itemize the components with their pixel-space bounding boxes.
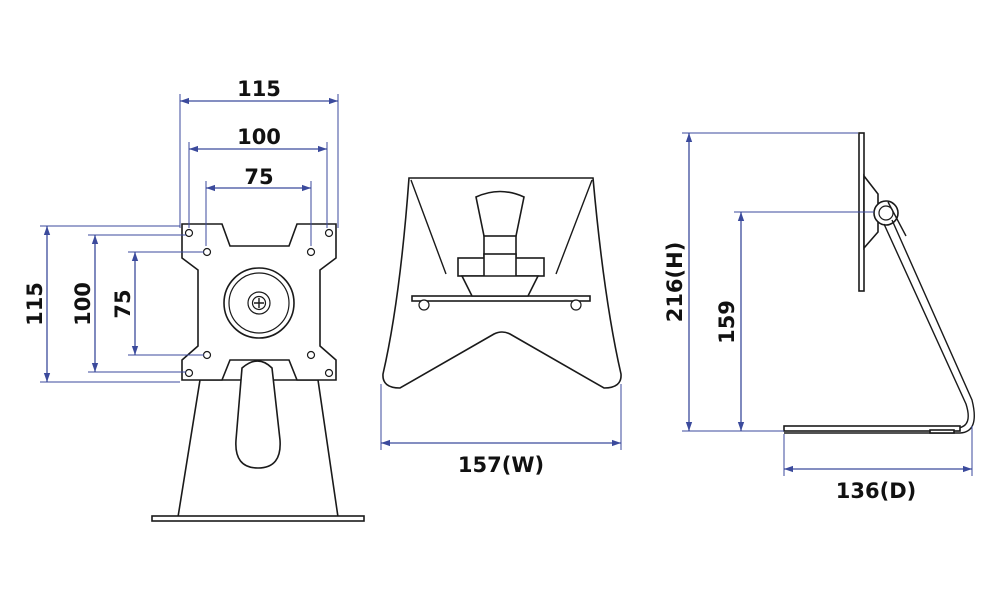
screw-cross-icon [254,298,264,308]
side-base-foot [929,429,955,434]
side-arm [784,223,969,429]
rear-view [382,177,622,389]
vesa-hole [202,350,212,360]
dim-label-width-157: 157(W) [458,453,544,477]
vesa-hole [184,368,194,378]
dim-label-width-115: 115 [237,77,281,101]
front-width-dimensions: 115 100 75 [179,77,339,246]
dim-label-height-100: 100 [71,282,95,326]
hinge-bracket [460,275,540,297]
rear-width-dimension: 157(W) [380,384,622,477]
side-view [783,132,975,434]
side-dimensions: 216(H) 159 136(D) [663,132,973,503]
side-base-plate [783,425,961,432]
tilt-knob-base [483,235,517,257]
vesa-hole [306,350,316,360]
dim-label-width-75: 75 [244,165,273,189]
vesa-hole [202,247,212,257]
rear-foot-right [570,299,582,311]
dim-label-height-159: 159 [715,300,739,344]
vesa-holes [184,228,334,378]
side-arm-inner [784,219,975,434]
front-base-plate [151,515,365,522]
dim-label-height-216: 216(H) [663,242,687,323]
vesa-hole [324,368,334,378]
rear-support-lines [410,179,593,275]
dim-label-height-75: 75 [111,289,135,318]
front-neck [235,360,281,469]
front-view: 115 100 75 115 100 75 [23,77,365,522]
dim-label-width-100: 100 [237,125,281,149]
dim-label-height-115: 115 [23,282,47,326]
tilt-knob [475,190,525,242]
rear-foot-left [418,299,430,311]
vesa-hole [306,247,316,257]
vesa-hole [324,228,334,238]
side-hinge-arm-start [887,201,907,237]
dim-label-depth-136: 136(D) [836,479,916,503]
side-hinge-knob-inner [878,205,894,221]
front-height-dimensions: 115 100 75 [23,225,204,383]
vesa-hole [184,228,194,238]
